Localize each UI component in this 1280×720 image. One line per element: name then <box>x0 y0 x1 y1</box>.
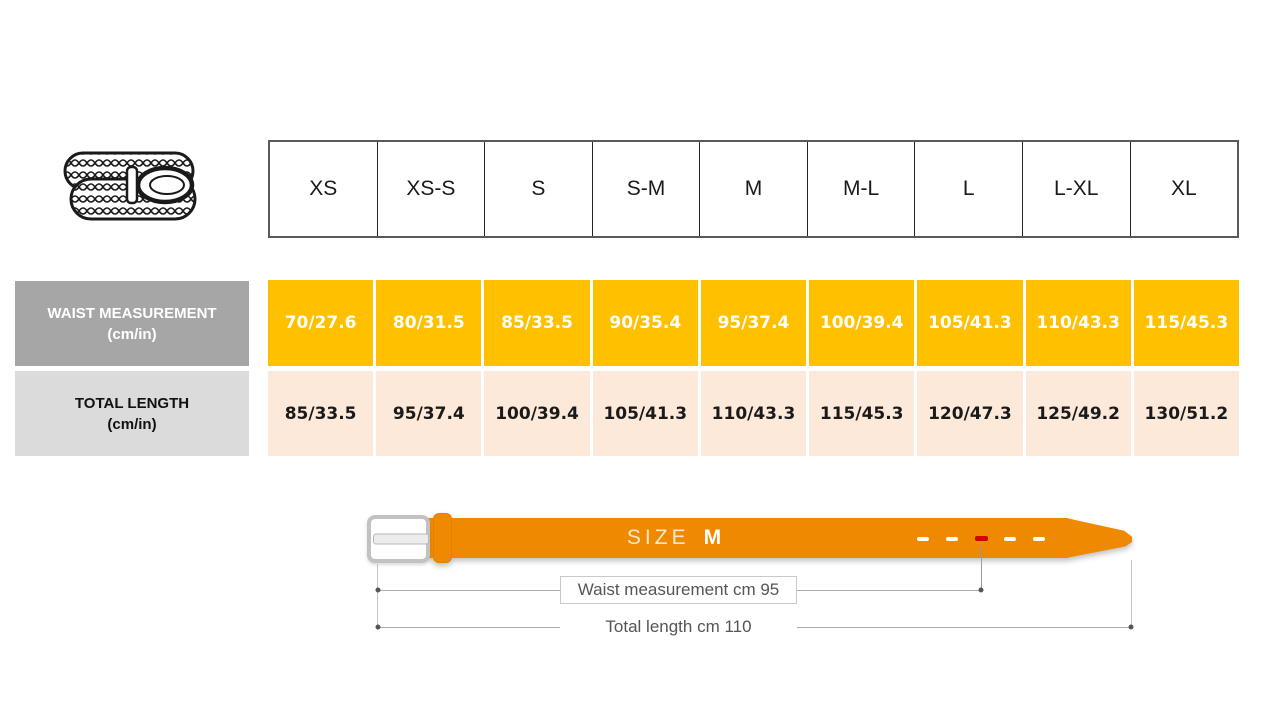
waist-line-start-dot <box>375 587 381 593</box>
buckle-guide-line <box>377 564 378 630</box>
belt-tip <box>1066 518 1132 558</box>
length-value-cell: 95/37.4 <box>376 371 482 456</box>
belt-buckle <box>367 515 430 563</box>
waist-label-unit: (cm/in) <box>107 325 157 343</box>
braided-belt-icon <box>63 151 197 221</box>
belt-keeper-loop <box>433 513 452 563</box>
belt-hole <box>946 537 958 541</box>
waist-value-cell: 90/35.4 <box>592 280 698 366</box>
size-header-cell: S-M <box>591 142 700 236</box>
waist-line-end-dot <box>978 587 984 593</box>
size-header-cell: S <box>484 142 592 236</box>
size-value: M <box>703 526 722 549</box>
length-value-cell: 100/39.4 <box>484 371 590 456</box>
length-annotation: Total length cm 110 <box>560 613 797 640</box>
belt-hole <box>917 537 929 541</box>
waist-value-cell: 105/41.3 <box>917 280 1023 366</box>
size-word: SIZE <box>626 526 690 549</box>
length-line-end-dot <box>1128 624 1134 630</box>
size-header-cell: L <box>914 142 1022 236</box>
belt-hole <box>1004 537 1016 541</box>
belt-strap <box>428 518 1068 558</box>
waist-value-cell: 85/33.5 <box>484 280 590 366</box>
waist-annotation: Waist measurement cm 95 <box>560 576 797 604</box>
waist-value-cell: 95/37.4 <box>700 280 807 366</box>
length-label-text: TOTAL LENGTH <box>74 394 190 412</box>
belt-hole-active <box>975 536 988 541</box>
active-hole-guide-line <box>981 546 982 590</box>
size-header-cell: XS <box>309 177 338 200</box>
waist-value-cell: 110/43.3 <box>1025 280 1131 366</box>
tip-guide-line <box>1131 560 1132 627</box>
size-header-cell: XL <box>1129 142 1238 236</box>
length-value-cell: 125/49.2 <box>1025 371 1131 456</box>
size-header-cell: M <box>699 142 807 236</box>
waist-value-cell: 70/27.6 <box>268 280 374 366</box>
belt-buckle-prong <box>373 533 429 545</box>
belt-holes <box>917 536 1052 542</box>
belt-size-text: SIZE M <box>428 518 920 558</box>
length-label-unit: (cm/in) <box>107 415 157 433</box>
waist-label-text: WAIST MEASUREMENT <box>47 304 217 322</box>
length-value-cell: 115/45.3 <box>809 371 915 456</box>
length-value-cell: 110/43.3 <box>700 371 807 456</box>
length-line-start-dot <box>375 624 381 630</box>
waist-value-cell: 115/45.3 <box>1133 280 1239 366</box>
length-value-cell: 120/47.3 <box>917 371 1023 456</box>
size-header-cell: L-XL <box>1021 142 1130 236</box>
waist-measurement-label: WAIST MEASUREMENT (cm/in) <box>15 281 249 366</box>
length-value-cell: 85/33.5 <box>268 371 374 456</box>
size-header-cell: XS-S <box>376 142 485 236</box>
length-value-cell: 130/51.2 <box>1133 371 1239 456</box>
size-header-cell: M-L <box>806 142 915 236</box>
waist-value-cell: 100/39.4 <box>809 280 915 366</box>
waist-value-cell: 80/31.5 <box>376 280 482 366</box>
length-value-cell: 105/41.3 <box>592 371 698 456</box>
belt-hole <box>1033 537 1045 541</box>
total-length-label: TOTAL LENGTH (cm/in) <box>15 371 249 456</box>
